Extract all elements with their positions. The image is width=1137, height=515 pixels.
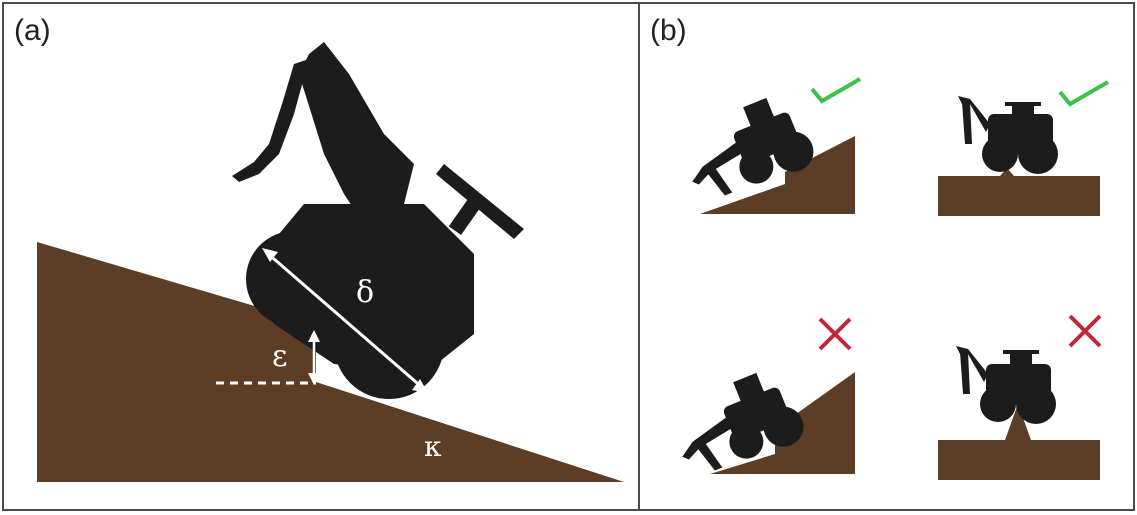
scenario-flat-small-notch <box>938 80 1110 216</box>
terrain-slope <box>37 242 624 482</box>
panel-b-diagram <box>682 77 1110 480</box>
kappa-symbol: κ <box>424 430 442 463</box>
panel-b: (b) <box>638 2 1135 511</box>
panel-a-diagram: δ ε κ <box>37 42 624 482</box>
panel-a: (a) δ ε <box>2 2 640 511</box>
scenario-slope-large-step <box>682 317 855 474</box>
cross-icon <box>818 317 852 351</box>
robot-silhouette <box>232 42 524 399</box>
check-icon <box>1058 80 1110 107</box>
epsilon-arrow <box>308 330 320 385</box>
delta-symbol: δ <box>356 275 374 310</box>
panel-b-label: (b) <box>650 14 687 47</box>
epsilon-symbol: ε <box>272 339 288 374</box>
cross-icon <box>1068 314 1102 348</box>
scenario-flat-large-spike <box>938 314 1102 480</box>
scenario-slope-small-step <box>692 77 862 214</box>
check-icon <box>810 77 862 104</box>
panel-a-label: (a) <box>14 14 51 47</box>
delta-arrow <box>262 248 428 393</box>
